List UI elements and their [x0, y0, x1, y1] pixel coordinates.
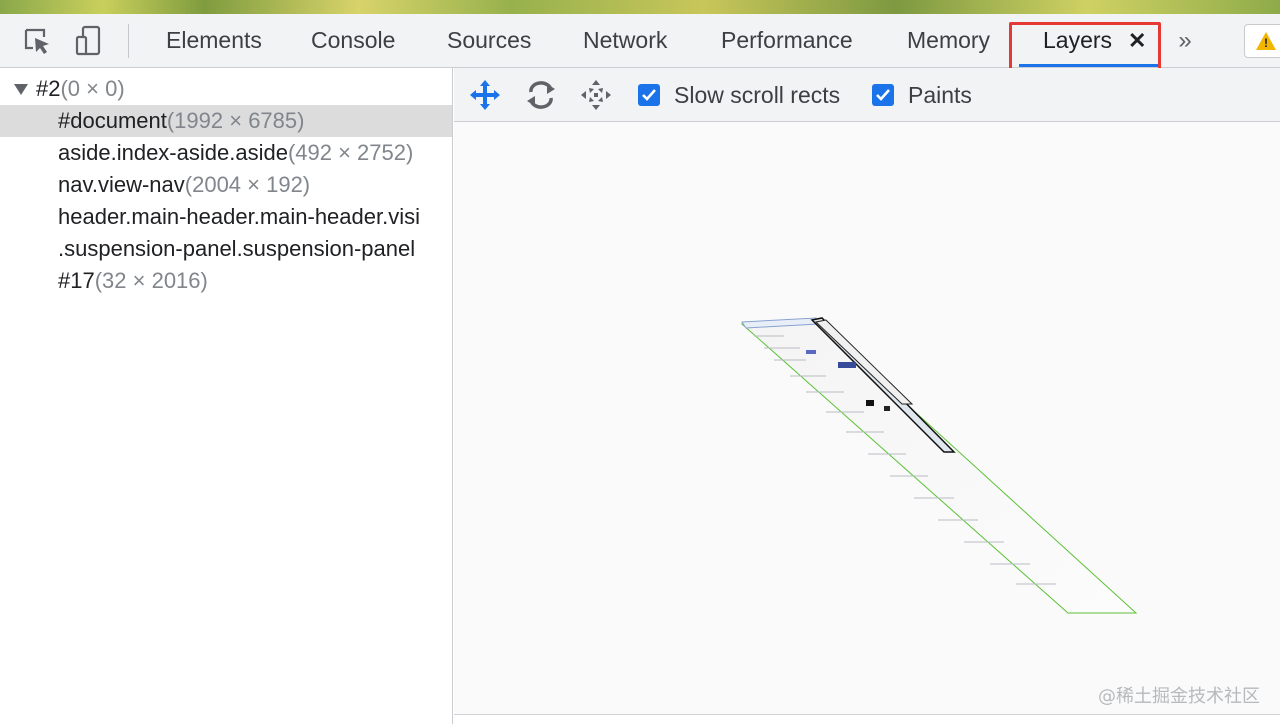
warning-badge[interactable]: ! — [1244, 24, 1280, 58]
close-icon[interactable]: ✕ — [1128, 27, 1147, 53]
watermark-text: @稀土掘金技术社区 — [1098, 686, 1260, 707]
more-tabs-chevron-icon[interactable]: » — [1178, 27, 1192, 54]
tree-row-header[interactable]: header.main-header.main-header.visi — [0, 201, 452, 233]
layers-tree-panel: #2(0 × 0) #document(1992 × 6785) aside.i… — [0, 68, 453, 724]
tab-label: Memory — [907, 27, 991, 53]
content-block — [866, 400, 874, 406]
tab-label: Network — [583, 27, 668, 53]
tab-console[interactable]: Console — [311, 14, 395, 67]
panel-bottom-border — [454, 714, 1280, 715]
layer-dims: (0 × 0) — [60, 76, 125, 101]
layer-name: #document — [58, 108, 167, 133]
layer-name: #17 — [58, 268, 95, 293]
rotate-mode-icon[interactable] — [524, 79, 558, 111]
active-tab-indicator — [1019, 64, 1158, 67]
tab-layers[interactable]: Layers ✕ — [1043, 14, 1146, 67]
layers-3d-canvas[interactable] — [454, 122, 1280, 714]
expand-triangle-icon[interactable] — [14, 83, 28, 95]
layer-name: #2 — [36, 76, 61, 101]
checkbox-checked-icon[interactable] — [638, 84, 660, 106]
tab-label: Performance — [721, 27, 853, 53]
svg-text:!: ! — [1264, 36, 1268, 50]
tab-label: Layers — [1043, 27, 1113, 53]
layers-3d-view — [740, 317, 1138, 614]
tab-label: Elements — [166, 27, 262, 53]
layers-view-toolbar: Slow scroll rects Paints — [454, 68, 1280, 122]
checkbox-checked-icon[interactable] — [872, 84, 894, 106]
content-block — [838, 362, 856, 368]
tree-row-17[interactable]: #17(32 × 2016) — [0, 265, 452, 297]
paints-toggle[interactable]: Paints — [872, 81, 972, 109]
pan-mode-icon[interactable] — [468, 79, 502, 111]
nav-layer — [814, 319, 914, 405]
tree-row-suspension-panel[interactable]: .suspension-panel.suspension-panel — [0, 233, 452, 265]
content-lines — [754, 335, 1056, 585]
layer-name: nav.view-nav — [58, 172, 185, 197]
checkbox-label: Slow scroll rects — [674, 81, 841, 108]
document-layer-plane — [740, 319, 1138, 614]
content-block — [806, 350, 816, 354]
checkbox-label: Paints — [908, 81, 972, 108]
layer-dims: (492 × 2752) — [287, 140, 414, 165]
layer-name: header.main-header.main-header.visi — [58, 204, 421, 229]
tab-network[interactable]: Network — [583, 14, 667, 67]
tab-elements[interactable]: Elements — [166, 14, 262, 67]
tab-sources[interactable]: Sources — [447, 14, 531, 67]
layer-name: .suspension-panel.suspension-panel — [58, 236, 416, 261]
tree-row-root[interactable]: #2(0 × 0) — [0, 73, 452, 105]
slow-scroll-rects-toggle[interactable]: Slow scroll rects — [638, 81, 840, 109]
tab-label: Sources — [447, 27, 532, 53]
toolbar-separator — [128, 24, 129, 58]
reset-transform-icon[interactable] — [579, 79, 613, 111]
layer-name: aside.index-aside.aside — [58, 140, 288, 165]
tab-label: Console — [311, 27, 396, 53]
warning-icon: ! — [1256, 32, 1276, 50]
layer-dims: (32 × 2016) — [94, 268, 208, 293]
content-block — [884, 406, 890, 411]
tree-row-aside[interactable]: aside.index-aside.aside(492 × 2752) — [0, 137, 452, 169]
layer-dims: (2004 × 192) — [184, 172, 311, 197]
tab-memory[interactable]: Memory — [907, 14, 990, 67]
tree-row-nav[interactable]: nav.view-nav(2004 × 192) — [0, 169, 452, 201]
devtools-tabbar: Elements Console Sources Network Perform… — [0, 14, 1280, 90]
device-toolbar-icon[interactable] — [72, 24, 106, 58]
host-page-strip — [0, 0, 1280, 14]
element-picker-icon[interactable] — [20, 24, 54, 58]
layer-dims: (1992 × 6785) — [166, 108, 305, 133]
tab-performance[interactable]: Performance — [721, 14, 853, 67]
tree-row-document[interactable]: #document(1992 × 6785) — [0, 105, 452, 137]
